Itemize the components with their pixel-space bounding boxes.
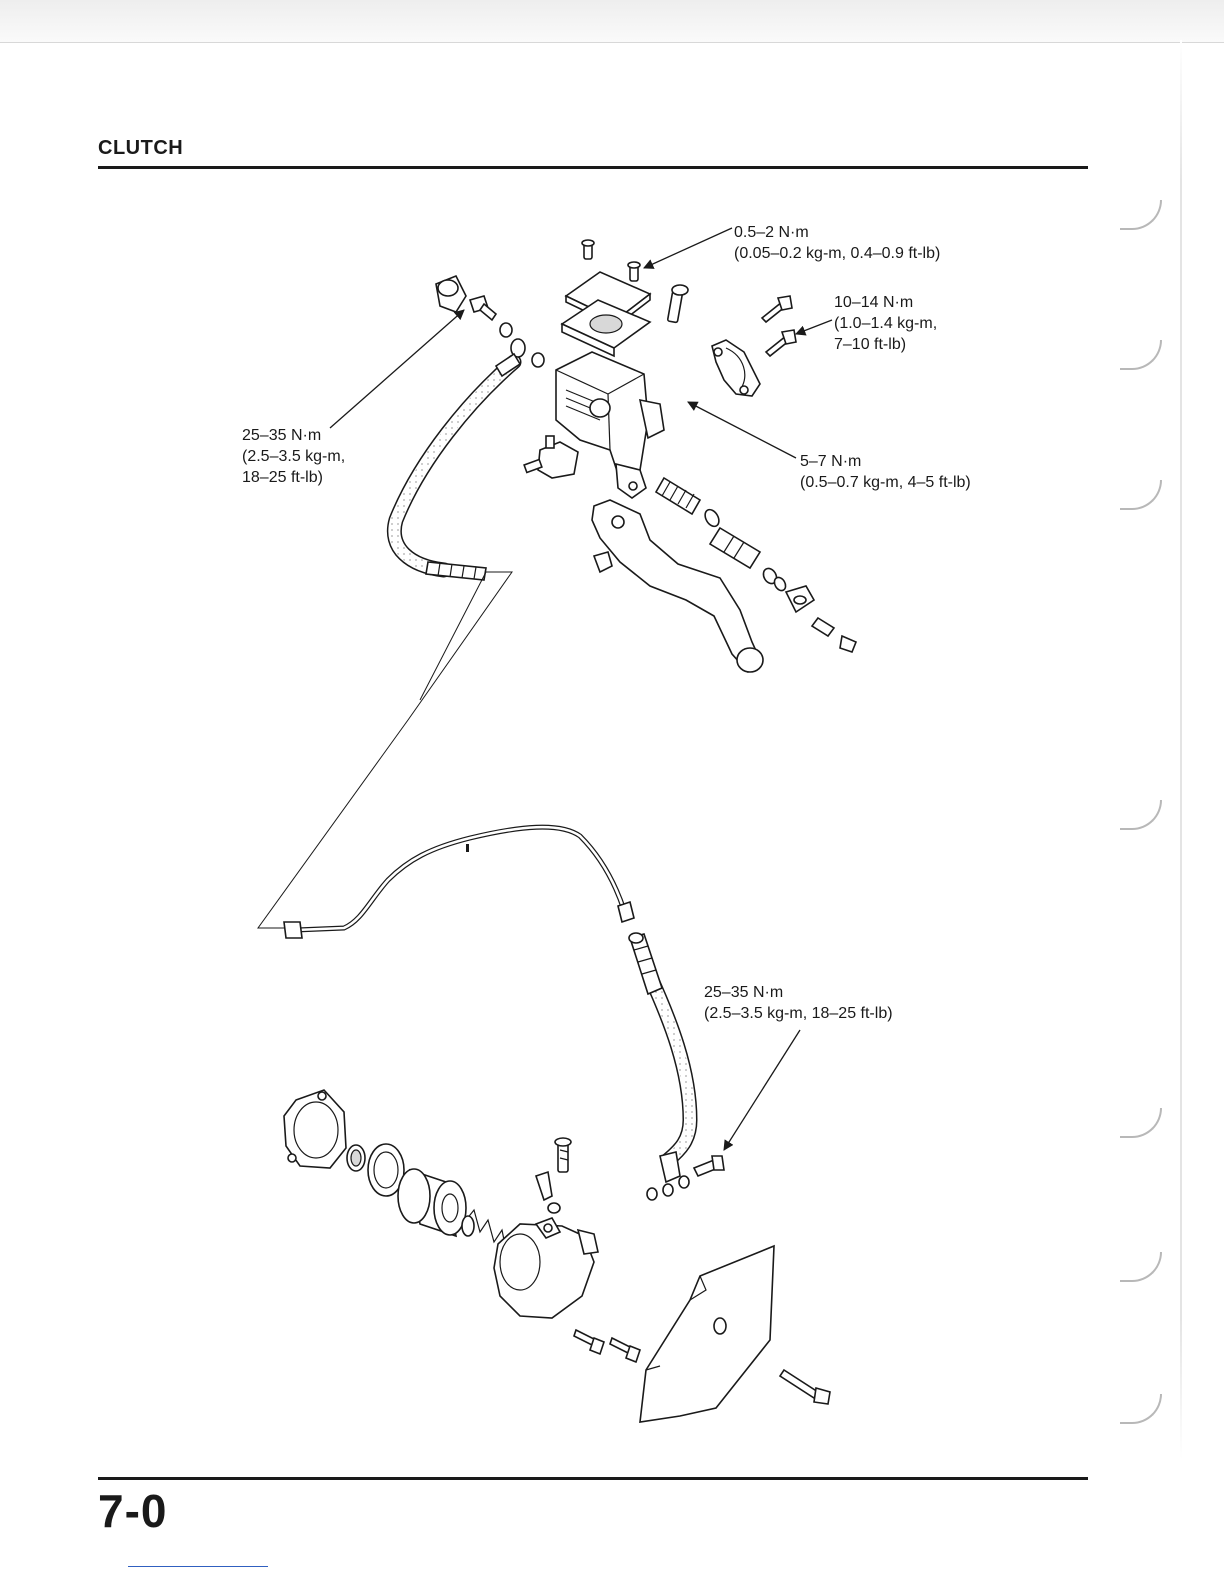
torque-label-upper-oil-bolt: 25–35 N·m (2.5–3.5 kg-m, 18–25 ft-lb)	[242, 425, 345, 488]
clutch-lever	[592, 500, 763, 672]
lower-oil-bolt	[694, 1156, 724, 1176]
leader-holder-bolt	[796, 320, 832, 334]
pivot-nut	[812, 618, 856, 652]
torque-label-lower-oil-bolt: 25–35 N·m (2.5–3.5 kg-m, 18–25 ft-lb)	[704, 982, 893, 1024]
bleed-valve	[555, 1138, 571, 1172]
piston-spring	[656, 478, 700, 514]
holder-bolt	[762, 296, 792, 322]
bleed-valve-cap	[536, 1172, 560, 1213]
slave-mounting-bolt	[610, 1338, 640, 1362]
upper-oil-bolt	[470, 296, 496, 320]
switch	[524, 436, 578, 478]
master-cylinder-body	[556, 352, 664, 498]
upper-clutch-hose	[394, 339, 525, 580]
cover-bolt	[780, 1370, 830, 1404]
piston	[702, 507, 760, 568]
master-cylinder-holder	[712, 340, 760, 396]
footer-rule	[98, 1477, 1088, 1480]
slave-cylinder-gasket	[284, 1090, 346, 1168]
banjo-fitting	[436, 276, 466, 312]
sprocket-cover	[640, 1246, 774, 1422]
reservoir-cover-screw	[628, 262, 640, 281]
page-number: 7-0	[98, 1484, 167, 1538]
pivot-bolt	[667, 285, 688, 323]
clutch-pipe	[284, 827, 634, 938]
lever-pivot-nut	[594, 552, 612, 572]
torque-label-holder-bolt: 10–14 N·m (1.0–1.4 kg-m, 7–10 ft-lb)	[834, 292, 937, 355]
lower-clutch-hose	[629, 933, 690, 1182]
leader-upper-oil-bolt	[330, 310, 464, 428]
torque-label-reservoir-screw: 0.5–2 N·m (0.05–0.2 kg-m, 0.4–0.9 ft-lb)	[734, 222, 940, 264]
pushrod-boot	[786, 586, 814, 612]
holder-bolt	[766, 330, 796, 356]
slave-piston	[398, 1169, 466, 1236]
slave-mounting-bolt	[574, 1330, 604, 1354]
slave-cylinder-body	[494, 1218, 598, 1318]
oil-seal	[347, 1145, 365, 1171]
reservoir-cover-screw	[582, 240, 594, 259]
torque-label-pivot-bolt: 5–7 N·m (0.5–0.7 kg-m, 4–5 ft-lb)	[800, 451, 971, 493]
footer-link-underline	[128, 1566, 268, 1567]
leader-lower-oil-bolt	[724, 1030, 800, 1150]
leader-reservoir-screw	[644, 228, 732, 268]
circlip	[761, 566, 788, 592]
leader-pivot-bolt	[688, 402, 796, 458]
